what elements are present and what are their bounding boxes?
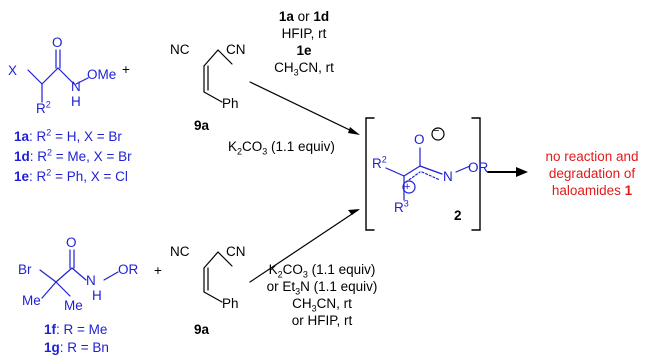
condition-1e: 1e	[296, 43, 312, 58]
result-line-2: degradation of	[548, 166, 636, 181]
condition-ch3cn-bottom: CH3CN, rt	[292, 296, 352, 314]
label-9a-top: 9a	[194, 118, 210, 133]
label-1d: 1d: R2 = Me, X = Br	[14, 147, 132, 164]
condition-hfip-bottom: or HFIP, rt	[291, 313, 353, 328]
condition-k2co3-bottom: K2CO3 (1.1 equiv)	[268, 262, 376, 280]
result-line-1: no reaction and	[545, 149, 639, 164]
atom-ph-top: Ph	[222, 96, 239, 111]
atom-nc-top: NC	[170, 42, 190, 57]
atom-ph-bottom: Ph	[222, 296, 239, 311]
atom-me-1: Me	[22, 293, 41, 308]
atom-h-top: H	[71, 94, 81, 109]
atom-x: X	[8, 63, 18, 78]
label-1e: 1e: R2 = Ph, X = Cl	[14, 167, 128, 184]
condition-1a-or-1d: 1a or 1d	[278, 9, 330, 24]
atom-or-int: OR	[468, 160, 489, 175]
plus-charge: +	[404, 181, 411, 193]
condition-et3n: or Et3N (1.1 equiv)	[266, 279, 378, 297]
label-1g: 1g: R = Bn	[44, 340, 109, 355]
label-2: 2	[454, 208, 462, 223]
atom-r3-int: R3	[394, 198, 409, 215]
condition-k2co3-top: K2CO3 (1.1 equiv)	[228, 139, 335, 157]
plus-bottom: +	[154, 263, 162, 278]
atom-or-bottom: OR	[118, 262, 139, 277]
atom-br: Br	[18, 262, 32, 277]
atom-n-int: N	[443, 169, 453, 184]
atom-o-top: O	[52, 35, 63, 50]
plus-top: +	[122, 62, 130, 77]
atom-cn-top: CN	[226, 42, 246, 57]
atom-n-bottom: N	[86, 273, 96, 288]
atom-o-minus: O	[414, 132, 425, 147]
atom-me-2: Me	[64, 298, 83, 313]
condition-hfip: HFIP, rt	[281, 26, 327, 41]
label-9a-bottom: 9a	[194, 322, 210, 337]
atom-ome: OMe	[87, 67, 117, 82]
atom-nc-bottom: NC	[170, 244, 190, 259]
atom-r2-int: R2	[372, 154, 387, 171]
label-1f: 1f: R = Me	[44, 322, 108, 337]
atom-n-top: N	[71, 79, 81, 94]
result-line-3: haloamides 1	[551, 183, 633, 198]
minus-charge: −	[433, 125, 440, 137]
atom-h-bottom: H	[92, 288, 102, 303]
condition-ch3cn: CH3CN, rt	[274, 60, 334, 78]
atom-r2-top: R2	[36, 99, 51, 116]
atom-cn-bottom: CN	[226, 244, 246, 259]
label-1a: 1a: R2 = H, X = Br	[14, 127, 122, 144]
atom-o-bottom: O	[66, 235, 77, 250]
